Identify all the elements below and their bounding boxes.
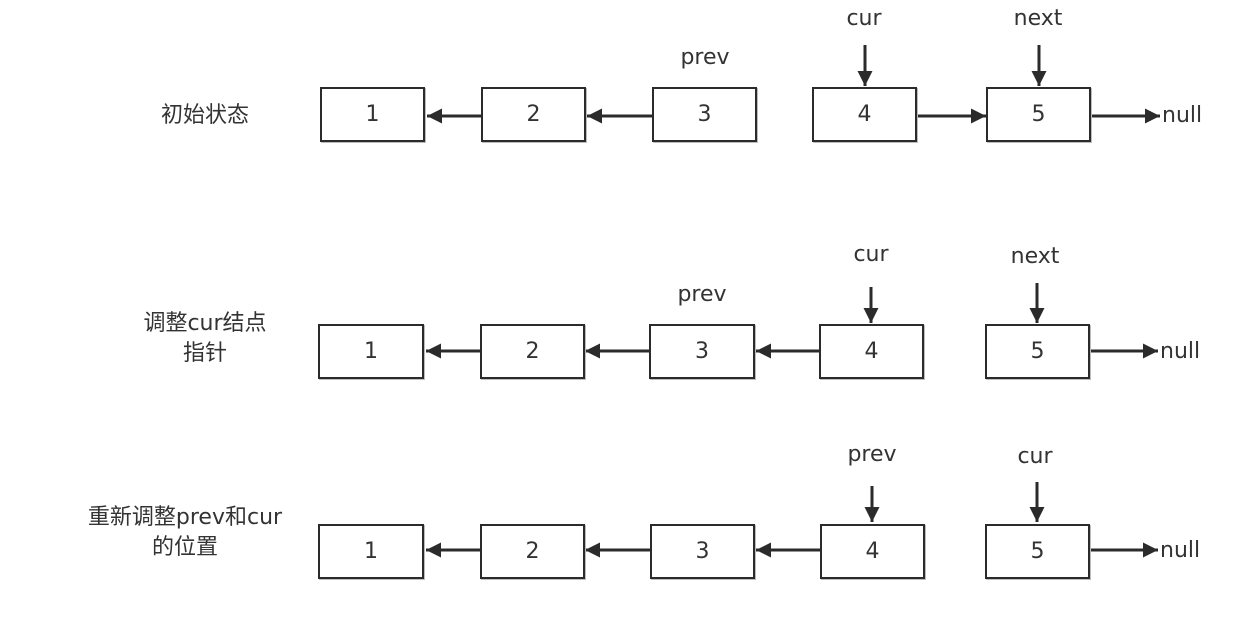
node-value: 5 <box>1030 339 1045 364</box>
row-2-next-label: next <box>1010 244 1060 269</box>
row-3-prev-label: prev <box>847 442 897 467</box>
row-1-node-4: 4 <box>812 87 917 142</box>
node-value: 2 <box>525 339 540 364</box>
row-1-prev-label: prev <box>680 45 730 70</box>
row-3-node-5: 5 <box>985 524 1090 579</box>
row-3-node-4: 4 <box>820 524 925 579</box>
row-2-node-5: 5 <box>985 324 1090 379</box>
row-3-cur-label: cur <box>1017 444 1053 469</box>
node-value: 2 <box>526 102 541 127</box>
row-3-node-3: 3 <box>650 524 755 579</box>
node-value: 4 <box>857 102 872 127</box>
row-2-cur-label: cur <box>853 242 889 267</box>
row-1-node-3: 3 <box>652 87 757 142</box>
row-1-null-label: null <box>1162 103 1203 128</box>
node-value: 4 <box>864 339 879 364</box>
row-1-links <box>427 45 1160 124</box>
node-value: 1 <box>364 339 378 364</box>
node-value: 3 <box>695 539 710 564</box>
node-value: 5 <box>1031 102 1046 127</box>
row-3-links <box>426 482 1158 558</box>
row-3-label-line-1: 重新调整prev和cur <box>87 505 283 530</box>
row-1-node-1: 1 <box>320 87 425 142</box>
row-2-label-line-1: 调整cur结点 <box>143 311 267 336</box>
row-3-label-line-2: 的位置 <box>151 535 218 560</box>
node-value: 1 <box>364 539 378 564</box>
node-value: 3 <box>697 102 712 127</box>
node-value: 3 <box>695 339 709 364</box>
row-2-node-4: 4 <box>819 324 924 379</box>
row-2-label-line-2: 指针 <box>182 341 227 366</box>
row-1-next-label: next <box>1013 6 1063 31</box>
row-2-null-label: null <box>1160 339 1201 364</box>
row-1-node-5: 5 <box>986 87 1091 142</box>
node-value: 2 <box>525 539 540 564</box>
row-3-node-2: 2 <box>480 524 585 579</box>
row-3-node-1: 1 <box>318 524 424 579</box>
row-1-label-line-1: 初始状态 <box>160 103 249 128</box>
node-value: 4 <box>865 539 880 564</box>
row-1-cur-label: cur <box>846 6 882 31</box>
row-3-label: 重新调整prev和cur 的位置 <box>70 503 300 563</box>
row-2-node-1: 1 <box>318 324 424 379</box>
row-2-prev-label: prev <box>677 282 727 307</box>
node-value: 1 <box>365 102 380 127</box>
row-1-label: 初始状态 <box>90 101 320 131</box>
node-value: 5 <box>1030 539 1045 564</box>
row-2-node-3: 3 <box>649 324 755 379</box>
row-2-label: 调整cur结点 指针 <box>90 309 320 369</box>
row-3-null-label: null <box>1160 538 1201 563</box>
row-1-node-2: 2 <box>481 87 586 142</box>
row-2-links <box>426 283 1158 359</box>
row-2-node-2: 2 <box>480 324 585 379</box>
